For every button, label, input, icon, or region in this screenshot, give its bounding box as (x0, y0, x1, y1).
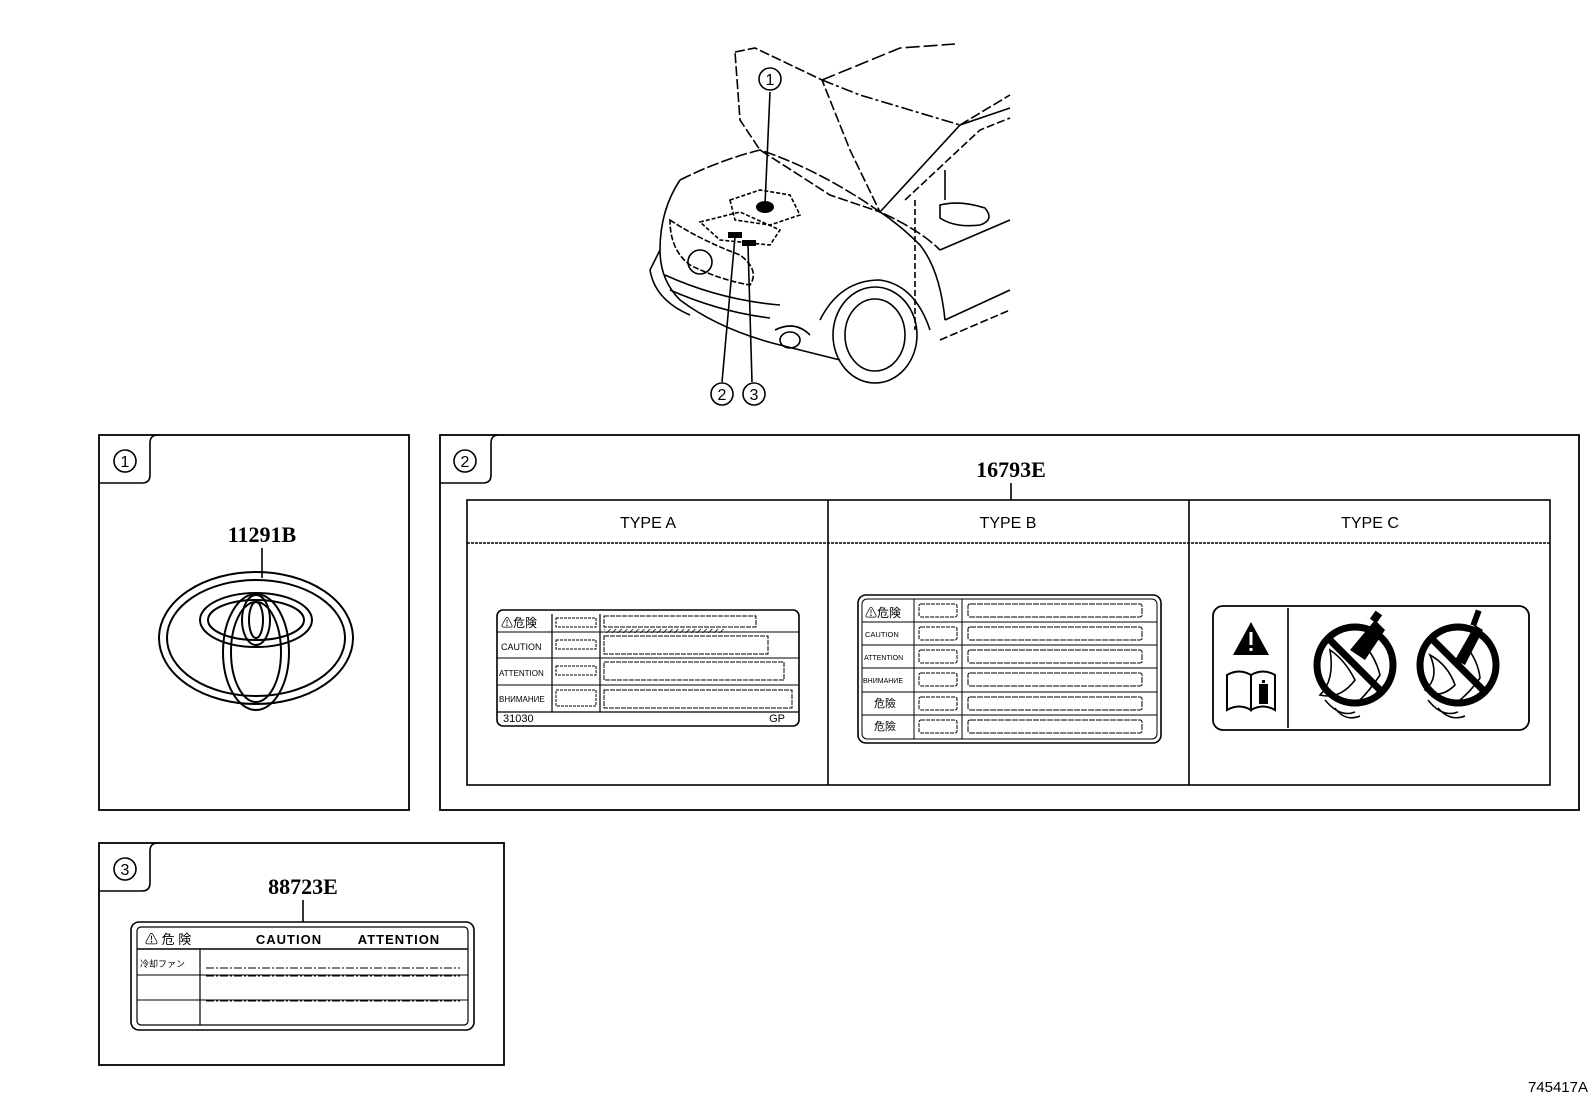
car-illustration (649, 43, 1011, 384)
svg-text:31030: 31030 (503, 713, 534, 725)
panel-3-callout: 3 (121, 862, 130, 879)
svg-text:CAUTION: CAUTION (865, 630, 899, 639)
toyota-emblem-icon (158, 571, 354, 711)
callout-3-top: 3 (742, 382, 766, 406)
manual-book-icon (1226, 670, 1276, 712)
svg-text:CAUTION: CAUTION (501, 642, 542, 652)
part-number-88723E: 88723E (268, 874, 338, 899)
warning-triangle-icon (1233, 622, 1269, 655)
svg-text:⚠危険: ⚠危険 (501, 616, 537, 630)
svg-text:ATTENTION: ATTENTION (358, 932, 440, 947)
svg-text:CAUTION: CAUTION (256, 932, 322, 947)
svg-text:⚠ 危 険: ⚠ 危 険 (145, 932, 191, 947)
svg-text:GP: GP (769, 713, 785, 725)
panel-1: 1 11291B (98, 434, 410, 811)
svg-text:2: 2 (718, 387, 727, 404)
part-number-16793E: 16793E (976, 457, 1046, 482)
emblem-location-dot (756, 201, 774, 213)
svg-text:ВНИМАНИЕ: ВНИМАНИЕ (863, 678, 903, 685)
svg-text:3: 3 (750, 387, 759, 404)
type-a-label: ⚠危険 CAUTION ATTENTION ВНИМАНИЕ 31030 GP (496, 609, 800, 727)
svg-text:危險: 危險 (874, 719, 896, 733)
svg-text:ВНИМАНИЕ: ВНИМАНИЕ (499, 695, 545, 704)
no-spray-fan-icon-2 (1416, 609, 1500, 719)
type-b-header: TYPE B (980, 515, 1037, 532)
callout-2-top: 2 (710, 382, 734, 406)
label-location-2 (728, 232, 742, 238)
no-spray-fan-icon (1313, 610, 1397, 719)
panel-3: 3 88723E ⚠ 危 険 CAUTION ATTENTION 冷却ファン (98, 842, 505, 1066)
type-c-label (1212, 605, 1530, 731)
figure-code: 745417A (1528, 1079, 1588, 1096)
caution-label: ⚠ 危 険 CAUTION ATTENTION 冷却ファン (130, 921, 475, 1031)
type-c-header: TYPE C (1341, 515, 1399, 532)
panel-2: 2 16793E TYPE A TYPE B TYPE C ⚠危険 CAUTIO… (439, 434, 1580, 811)
type-b-label: ⚠危険 CAUTION ATTENTION ВНИМАНИЕ 危險 危險 (857, 594, 1162, 744)
part-number-11291B: 11291B (228, 522, 297, 547)
panel-1-callout: 1 (121, 454, 130, 471)
svg-text:ATTENTION: ATTENTION (499, 669, 544, 678)
type-a-header: TYPE A (620, 515, 676, 532)
panel-2-callout: 2 (461, 454, 470, 471)
svg-text:⚠危険: ⚠危険 (865, 606, 901, 620)
callout-1-top: 1 (758, 67, 782, 91)
label-location-3 (742, 240, 756, 246)
svg-text:危險: 危險 (874, 696, 896, 710)
svg-text:冷却ファン: 冷却ファン (140, 958, 185, 969)
svg-text:1: 1 (766, 72, 775, 89)
svg-text:ATTENTION: ATTENTION (864, 655, 903, 662)
